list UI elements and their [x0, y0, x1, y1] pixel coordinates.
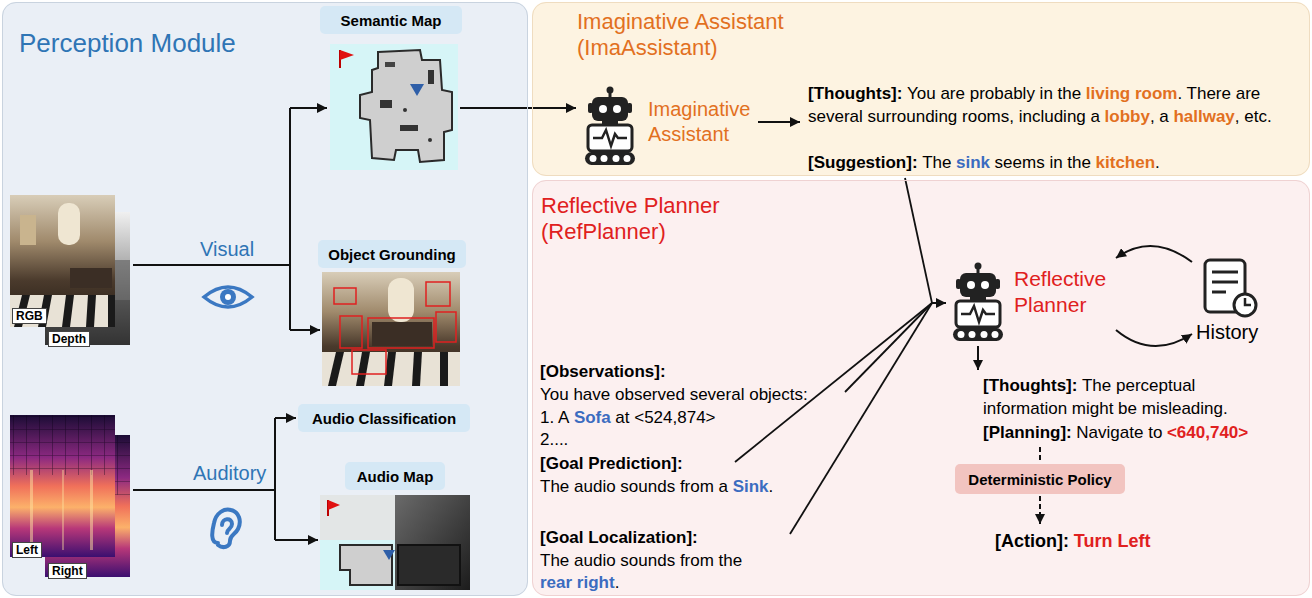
body-text: Navigate to	[1076, 423, 1162, 442]
box-label: Audio Map	[357, 468, 434, 485]
map-label: Semantic Map	[320, 6, 462, 34]
field-heading: [Observations]:	[540, 362, 666, 381]
body-text: .	[1155, 153, 1160, 172]
field-heading: [Thoughts]:	[983, 376, 1077, 395]
body-text: 1. A	[540, 408, 569, 427]
body-text: at <524,874>	[615, 408, 715, 427]
image-tag: Left	[12, 542, 42, 558]
body-text: The audio sounds from a	[540, 477, 728, 496]
body-text: 2....	[540, 430, 568, 449]
text-block: [Action]:Turn Left	[995, 529, 1151, 553]
body-text: , a	[1150, 107, 1169, 126]
body-text: seems in the	[995, 153, 1091, 172]
memory-label: History	[1196, 321, 1258, 343]
highlight-text: living room	[1086, 84, 1178, 103]
label-slot: Imaginative Assistant	[648, 97, 773, 147]
label-slot: Left	[12, 540, 42, 558]
text-block: [Goal Localization]:	[540, 527, 698, 549]
image-tag: RGB	[12, 308, 47, 324]
label-slot: Right	[48, 561, 87, 579]
highlight-text: Sofa	[574, 408, 611, 427]
label-slot: Reflective Planner	[1014, 266, 1114, 318]
image-tag: Depth	[48, 331, 90, 347]
module-panel: Perception Module Semantic MapObject Grou…	[2, 2, 528, 596]
box-label: Deterministic Policy	[968, 471, 1111, 488]
classification-label: Audio Classification	[298, 404, 470, 432]
body-text: The audio sounds from the	[540, 551, 742, 570]
text-block: [Goal Prediction]:	[540, 453, 683, 475]
highlight-text: <640,740>	[1167, 423, 1248, 442]
panel-heading: Perception Module	[19, 28, 236, 58]
text-block: [Suggestion]:Thesink seems in the kitchen.	[808, 151, 1160, 174]
text-block: [Thoughts]: You are probably in the living…	[808, 82, 1298, 128]
heading-slot: Reflective Planner (RefPlanner)	[541, 193, 746, 245]
highlight-text: lobby	[1105, 107, 1150, 126]
label-slot: Auditory	[193, 462, 266, 484]
highlight-text: Turn Left	[1074, 531, 1151, 551]
policy-box: Deterministic Policy	[955, 464, 1125, 494]
grounding-label: Object Grounding	[318, 240, 466, 268]
highlight-text: Sink	[733, 477, 769, 496]
text-block: [Observations]:	[540, 361, 666, 383]
text-block: The audio sounds from a Sink.	[540, 476, 773, 498]
highlight-text: rear right	[540, 573, 615, 592]
body-text: .	[615, 573, 620, 592]
label-slot: History	[1196, 320, 1258, 344]
field-heading: [Action]:	[995, 531, 1069, 551]
field-heading: [Goal Localization]:	[540, 528, 698, 547]
agent-name: Imaginative Assistant	[648, 98, 750, 145]
map-label: Audio Map	[345, 462, 445, 490]
heading-slot: Imaginative Assistant (ImaAssistant)	[577, 9, 817, 61]
body-text: .	[769, 477, 774, 496]
body-text: You have observed several objects:	[540, 385, 808, 404]
agent-name: Reflective Planner	[1014, 267, 1106, 316]
text-block: You have observed several objects:	[540, 384, 808, 406]
highlight-text: kitchen	[1096, 153, 1156, 172]
highlight-text: hallway	[1173, 107, 1234, 126]
body-text: You are probably in the	[907, 84, 1081, 103]
highlight-text: sink	[956, 153, 990, 172]
body-text: The	[922, 153, 951, 172]
text-block: rear right.	[540, 572, 619, 594]
modality-label: Auditory	[193, 462, 266, 484]
body-text: , etc.	[1235, 107, 1272, 126]
panel-heading: Reflective Planner (RefPlanner)	[541, 193, 720, 244]
label-slot: Depth	[48, 329, 90, 347]
text-block: 2....	[540, 429, 568, 451]
label-slot: RGB	[12, 306, 47, 324]
field-heading: [Planning]:	[983, 423, 1072, 442]
text-block: [Planning]:Navigate to <640,740>	[983, 421, 1248, 444]
text-block: The audio sounds from the	[540, 550, 742, 572]
modality-label: Visual	[200, 238, 254, 260]
text-block: 1. A Sofaat <524,874>	[540, 407, 716, 429]
text-block: [Thoughts]:The perceptual information mi…	[983, 374, 1263, 420]
field-heading: [Suggestion]:	[808, 153, 918, 172]
box-label: Audio Classification	[312, 410, 456, 427]
field-heading: [Thoughts]:	[808, 84, 902, 103]
image-tag: Right	[48, 563, 87, 579]
panel-heading: Imaginative Assistant (ImaAssistant)	[577, 9, 784, 60]
label-slot: Visual	[200, 238, 254, 260]
field-heading: [Goal Prediction]:	[540, 454, 683, 473]
box-label: Semantic Map	[341, 12, 442, 29]
box-label: Object Grounding	[328, 246, 456, 263]
